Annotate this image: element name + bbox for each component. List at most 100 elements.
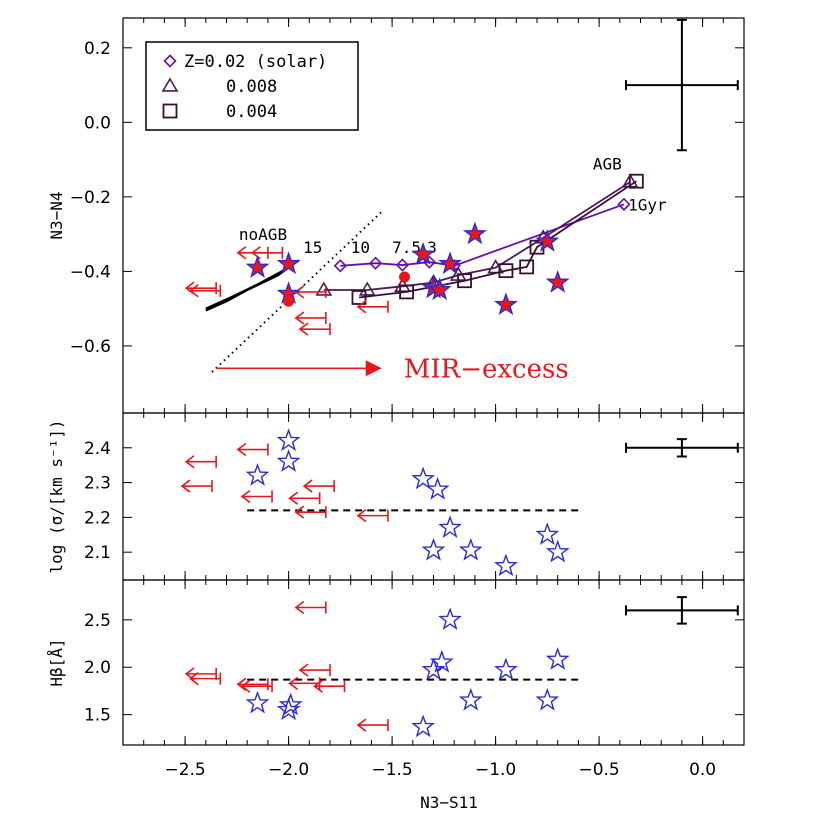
- model-point: [617, 197, 631, 211]
- galaxy-star: [245, 690, 270, 714]
- legend-box: [145, 41, 359, 131]
- red-dot: [399, 271, 411, 283]
- y-tick-label: 0.2: [84, 39, 111, 59]
- y-tick-label: 2.5: [84, 611, 111, 631]
- noagb-track: [205, 261, 296, 310]
- legend-label: 0.004: [226, 102, 277, 122]
- y-tick-label: −0.6: [70, 337, 111, 357]
- galaxy-star: [494, 657, 518, 681]
- error-bar: [625, 18, 739, 152]
- x-tick-label: −1.5: [371, 760, 412, 780]
- model-point: [368, 256, 383, 270]
- legend-label: 0.008: [226, 77, 277, 97]
- x-axis-label: N3−S11: [420, 793, 478, 812]
- upper-limit-arrow: [356, 508, 389, 523]
- galaxy-star: [545, 539, 570, 563]
- upper-limit-arrow: [356, 718, 389, 732]
- upper-limit-arrow: [240, 679, 273, 693]
- galaxy-star: [276, 697, 301, 721]
- galaxy-star: [411, 466, 436, 490]
- galaxy-star: [425, 476, 450, 500]
- y-axis-label: N3−N4: [47, 191, 66, 239]
- model-point: [498, 263, 514, 279]
- upper-limit-arrow: [298, 663, 331, 677]
- galaxy-star: [458, 537, 483, 561]
- x-tick-label: −2.5: [164, 760, 205, 780]
- upper-limit-arrow: [294, 311, 327, 325]
- upper-limit-arrow: [302, 479, 335, 493]
- x-tick-label: −1.0: [475, 760, 516, 780]
- y-tick-label: 2.4: [84, 439, 111, 459]
- upper-limit-arrow: [356, 300, 389, 314]
- model-point: [395, 258, 410, 272]
- y-axis-label: log (σ/[km s⁻¹]): [47, 419, 66, 573]
- galaxy-star: [245, 463, 270, 486]
- galaxy-star: [462, 221, 487, 245]
- x-tick-label: −2.0: [268, 760, 309, 780]
- galaxy-star: [494, 553, 518, 577]
- upper-limit-arrow: [236, 677, 269, 691]
- galaxy-star: [494, 292, 518, 316]
- upper-limit-arrow: [288, 676, 321, 691]
- galaxy-star: [535, 687, 560, 711]
- upper-limit-arrow: [184, 281, 217, 295]
- legend-marker: [163, 54, 177, 68]
- y-tick-label: 2.2: [84, 508, 111, 528]
- upper-limit-arrow: [188, 671, 222, 686]
- upper-limit-arrow: [294, 505, 327, 519]
- galaxy-star: [411, 714, 436, 738]
- galaxy-star: [535, 229, 560, 252]
- model-track-2: [358, 180, 637, 299]
- upper-limit-arrow: [236, 442, 269, 457]
- upper-limit-arrow: [288, 491, 321, 505]
- galaxy-star: [438, 251, 462, 275]
- x-tick-label: −0.5: [578, 760, 619, 780]
- model-point: [628, 173, 644, 189]
- galaxy-star: [429, 649, 454, 673]
- upper-limit-arrow: [298, 322, 331, 336]
- mir-excess-arrowhead: [365, 360, 382, 377]
- age-label: 15: [303, 238, 322, 257]
- galaxy-star: [545, 270, 570, 293]
- model-point: [519, 259, 535, 275]
- upper-limit-arrow: [313, 679, 346, 693]
- galaxy-star: [438, 515, 462, 538]
- agb-label: AGB: [593, 154, 622, 173]
- upper-limit-arrow: [294, 600, 327, 615]
- x-tick-label: 0.0: [689, 760, 716, 780]
- mir-excess-label: MIR−excess: [404, 354, 569, 384]
- model-point: [351, 290, 367, 305]
- y-tick-label: 0.0: [84, 113, 111, 133]
- galaxy-star: [245, 255, 270, 278]
- legend: Z=0.02 (solar) 0.008 0.004: [145, 41, 359, 131]
- galaxy-star: [458, 687, 483, 711]
- galaxy-star: [427, 277, 452, 301]
- legend-label: Z=0.02 (solar): [184, 52, 327, 72]
- noagb-label: noAGB: [239, 225, 287, 244]
- upper-limit-arrow: [240, 489, 273, 504]
- galaxy-star: [535, 522, 560, 545]
- galaxy-star: [438, 607, 462, 630]
- age-label: 10: [351, 238, 370, 257]
- model-point: [399, 284, 414, 300]
- galaxy-star: [421, 537, 446, 561]
- legend-marker: [162, 103, 178, 119]
- galaxy-star: [411, 242, 436, 265]
- galaxy-star: [545, 647, 570, 670]
- age-label: 3: [427, 238, 437, 257]
- galaxy-star: [421, 657, 446, 681]
- error-bar: [625, 596, 739, 625]
- one-gyr-label: 1Gyr: [628, 195, 667, 214]
- y-tick-label: −0.2: [70, 188, 111, 208]
- red-dot: [283, 295, 295, 307]
- model-point: [315, 281, 333, 296]
- upper-limit-arrow: [188, 284, 222, 298]
- galaxy-star: [276, 251, 301, 275]
- y-tick-label: 2.0: [84, 658, 111, 678]
- galaxy-star: [278, 692, 303, 716]
- y-tick-label: −0.4: [70, 262, 111, 282]
- panel-frame: [122, 579, 745, 746]
- legend-marker: [161, 77, 179, 92]
